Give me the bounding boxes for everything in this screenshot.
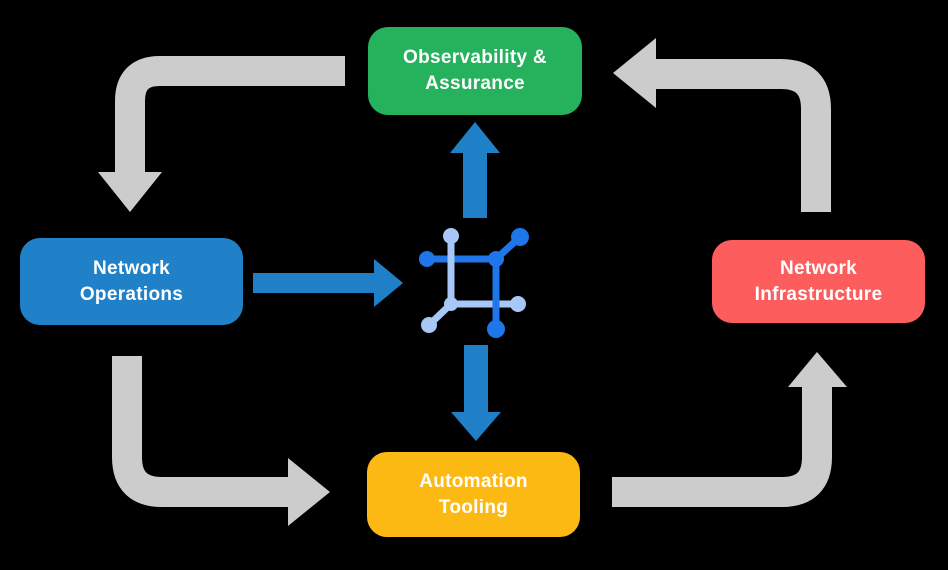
cycle-arrow-infrastructure-to-observability-icon (613, 38, 831, 212)
cycle-arrow-br-head (788, 352, 847, 387)
node-automation-tooling: Automation Tooling (367, 452, 580, 537)
icon-junction-top-right (488, 251, 504, 267)
flow-arrow-up-head (450, 122, 500, 153)
node-label-line: Network (92, 257, 171, 279)
icon-node-right (510, 296, 526, 312)
cycle-arrow-observability-to-operations-icon (98, 56, 345, 212)
icon-node-top (443, 228, 459, 244)
node-label-line: Observability & (403, 47, 547, 69)
cycle-arrow-operations-to-automation-icon (112, 356, 330, 526)
flow-arrow-hub-to-observability-icon (450, 122, 500, 218)
flow-arrow-down-head (451, 412, 501, 441)
network-fabric-icon (419, 228, 529, 338)
node-label-line: Network (779, 257, 858, 279)
cycle-arrow-tr-head (613, 38, 656, 108)
flow-arrow-hub-to-automation-icon (451, 345, 501, 441)
icon-node-bottom (487, 320, 505, 338)
icon-node-bottom-left (421, 317, 437, 333)
cycle-arrow-bl-shaft (112, 356, 289, 507)
icon-node-top-right (511, 228, 529, 246)
icon-diagonal-link (492, 233, 524, 263)
cycle-arrow-bl-head (288, 458, 330, 526)
cycle-arrow-automation-to-infrastructure-icon (612, 352, 847, 507)
node-observability-assurance: Observability & Assurance (368, 27, 582, 115)
node-label-line: Automation (419, 470, 528, 492)
node-label-line: Operations (79, 283, 184, 305)
node-label-line: Tooling (438, 496, 509, 518)
node-label-line: Assurance (425, 73, 525, 94)
node-network-infrastructure: Network Infrastructure (712, 240, 925, 323)
cycle-arrow-tr-shaft (655, 59, 831, 212)
flow-arrow-right-head (374, 259, 403, 307)
node-network-operations: Network Operations (20, 238, 243, 325)
icon-junction-bottom-left (444, 297, 458, 311)
flow-arrow-operations-to-hub-icon (253, 259, 403, 307)
icon-node-left (419, 251, 435, 267)
icon-diagonal-link-light (425, 300, 455, 329)
node-label-line: Infrastructure (754, 283, 883, 305)
cycle-arrow-tl-head (98, 172, 162, 212)
cycle-arrow-br-shaft (612, 386, 832, 507)
cycle-arrow-tl-shaft (115, 56, 345, 174)
